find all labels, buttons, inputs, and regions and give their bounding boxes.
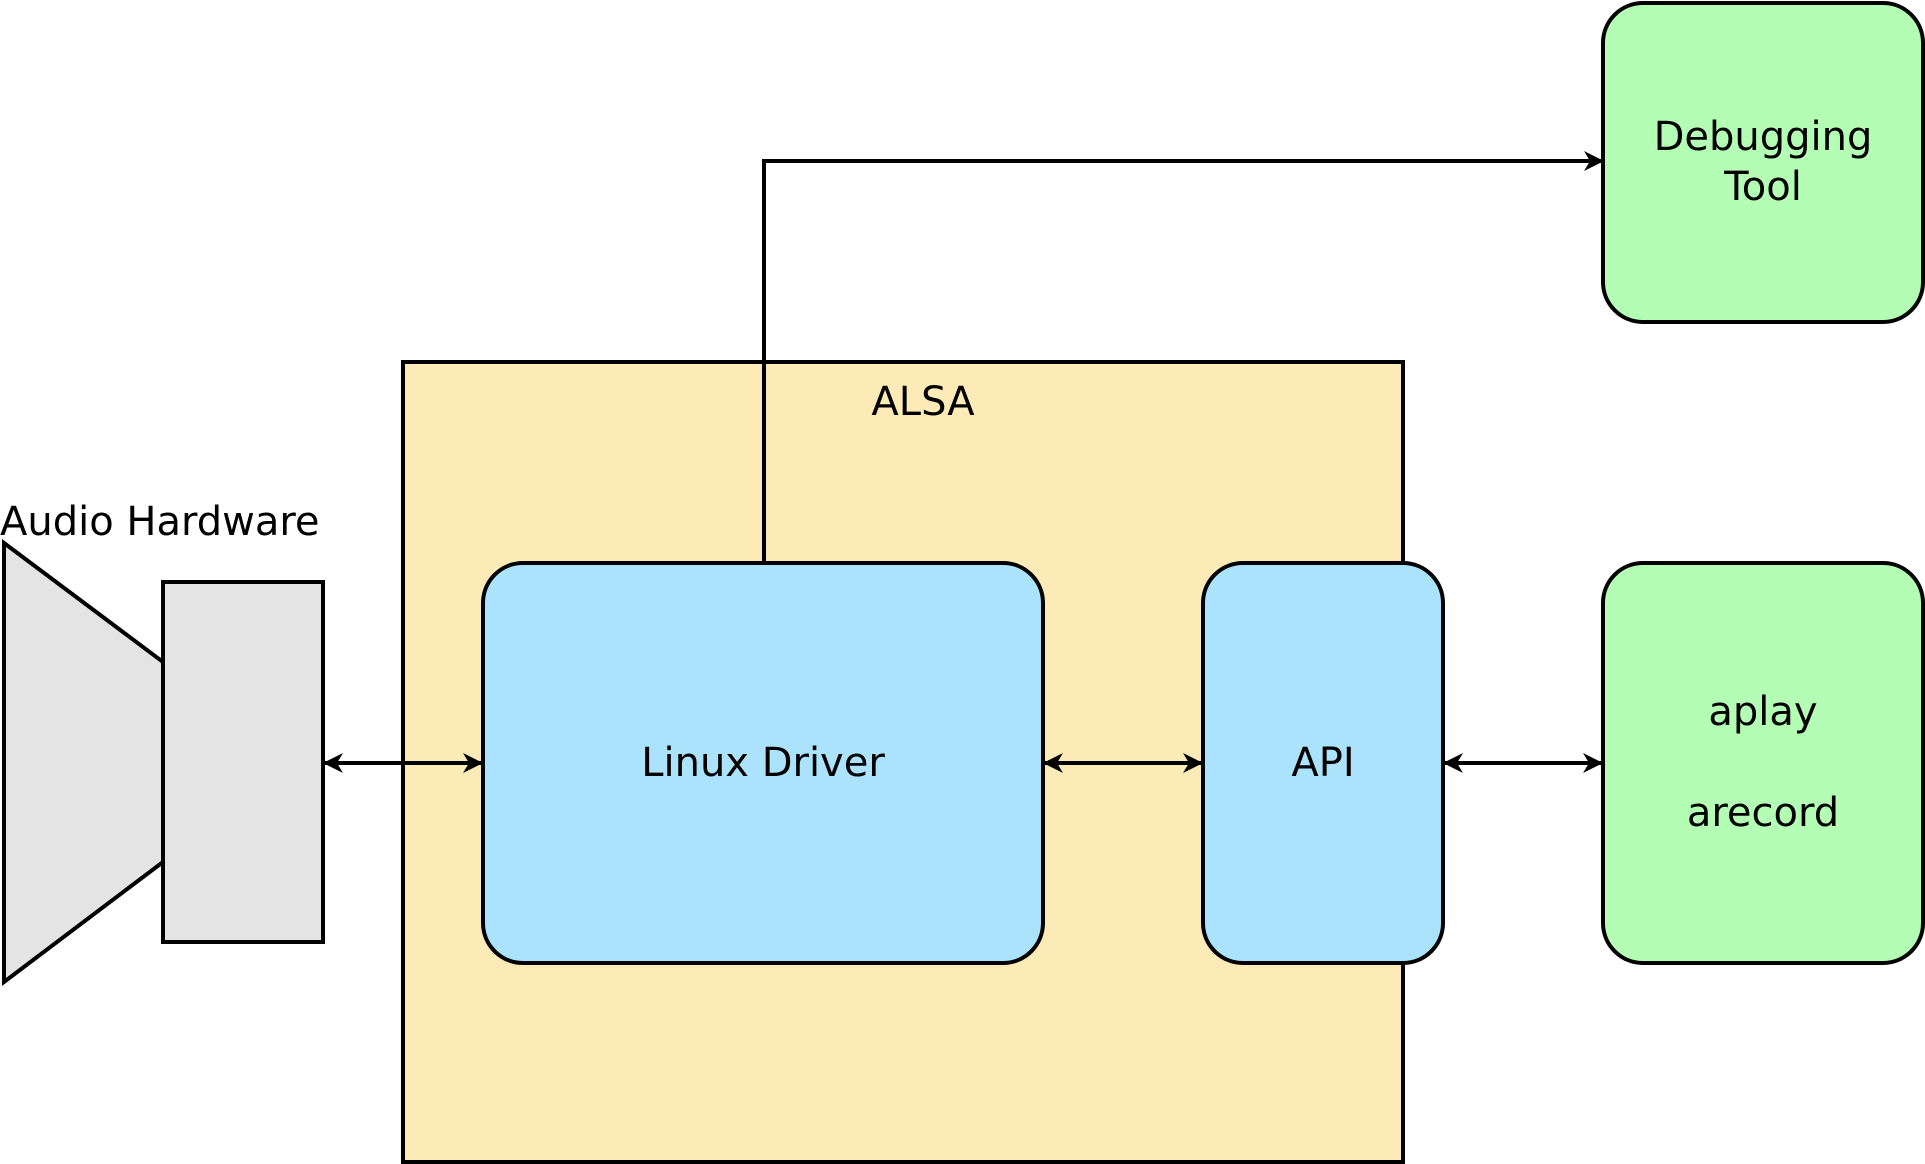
user-apps-node: aplay arecord: [1601, 561, 1925, 965]
aplay-label: aplay: [1708, 689, 1817, 735]
debug-connector-line: [762, 151, 1604, 563]
speaker-cone-icon: [1, 539, 165, 987]
linux-driver-node: Linux Driver: [481, 561, 1045, 965]
linux-driver-label: Linux Driver: [641, 740, 885, 786]
audio-hardware-label: Audio Hardware: [0, 499, 320, 545]
speaker-magnet-icon: [161, 580, 325, 944]
audio-hardware: Audio Hardware: [0, 499, 325, 987]
api-node: API: [1201, 561, 1445, 965]
debugging-tool-box: [1601, 1, 1925, 324]
user-apps-box: [1601, 561, 1925, 965]
alsa-label: ALSA: [871, 379, 975, 425]
debugging-tool-label-line2: Tool: [1723, 164, 1802, 210]
debugging-tool-label-line1: Debugging: [1654, 114, 1873, 160]
arecord-label: arecord: [1687, 790, 1839, 836]
driver-to-debugger-connector: [762, 151, 1604, 563]
api-label: API: [1291, 740, 1354, 786]
debugging-tool-node: Debugging Tool: [1601, 1, 1925, 324]
